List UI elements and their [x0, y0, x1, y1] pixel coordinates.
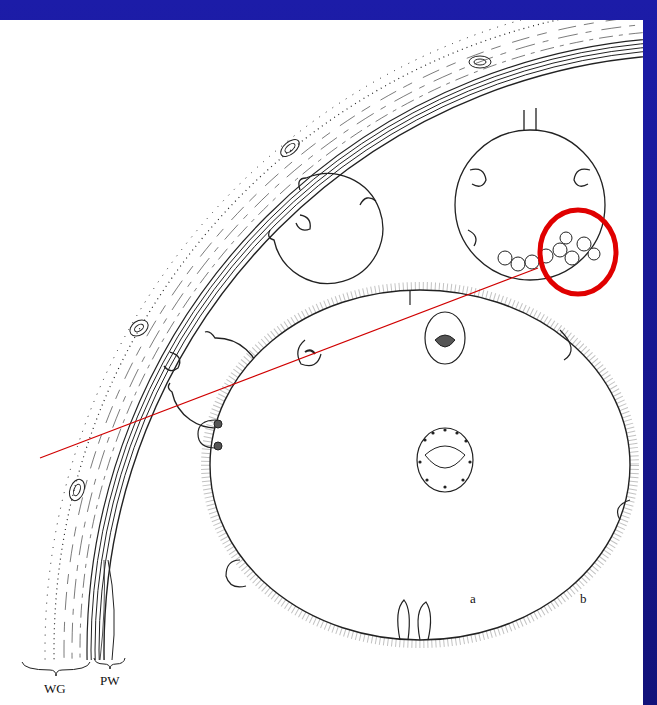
section-letter: b — [580, 592, 587, 605]
section-letter: a — [470, 592, 476, 605]
layer-label: PW — [100, 674, 120, 687]
layer-label: WG — [44, 682, 66, 695]
